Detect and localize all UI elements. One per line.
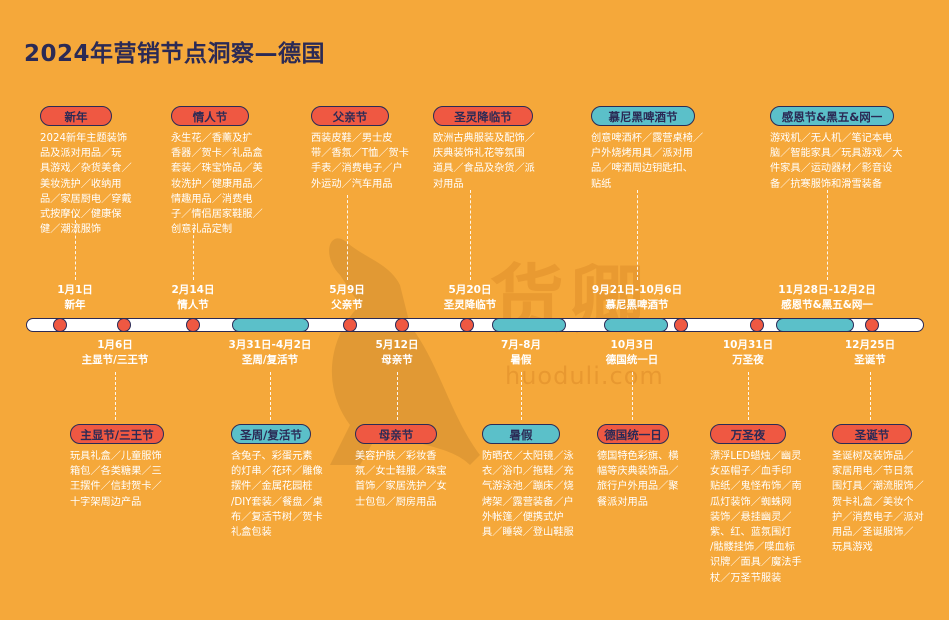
dot-fathers-day xyxy=(343,318,357,332)
date-text: 9月21日-10月6日 xyxy=(591,284,683,296)
connector-line xyxy=(270,372,271,420)
pill-easter: 圣周/复活节 xyxy=(231,424,311,444)
date-label-halloween: 10月31日 万圣夜 xyxy=(708,338,788,368)
connector-line xyxy=(115,372,116,420)
connector-line xyxy=(470,190,471,280)
date-text: 2月14日 xyxy=(171,284,215,296)
date-text: 1月1日 xyxy=(57,284,93,296)
event-name-text: 新年 xyxy=(64,299,86,311)
dot-valentines xyxy=(186,318,200,332)
connector-line xyxy=(521,372,522,420)
event-name-text: 父亲节 xyxy=(331,299,363,311)
date-text: 7月-8月 xyxy=(501,339,541,351)
desc-new-year: 2024新年主题装饰 品及派对用品／玩 具游戏／杂货美食／ 美妆洗护／收纳用 品… xyxy=(40,133,132,236)
event-name-text: 圣周/复活节 xyxy=(241,354,299,366)
event-name-text: 主显节/三王节 xyxy=(81,354,149,366)
dot-pentecost xyxy=(460,318,474,332)
desc-thanksgiving: 游戏机／无人机／笔记本电 脑／智能家具／玩具游戏／大 件家具／运动器材／影音设 … xyxy=(770,133,903,190)
date-text: 1月6日 xyxy=(97,339,133,351)
pill-epiphany: 主显节/三王节 xyxy=(70,424,164,444)
kangaroo-watermark-icon xyxy=(329,238,480,465)
segment-oktoberfest xyxy=(604,318,668,332)
connector-line xyxy=(748,372,749,420)
date-text: 5月9日 xyxy=(329,284,365,296)
event-name-text: 德国统一日 xyxy=(605,354,659,366)
dot-halloween xyxy=(750,318,764,332)
connector-line xyxy=(870,372,871,420)
segment-easter xyxy=(232,318,309,332)
pill-valentines: 情人节 xyxy=(171,106,249,126)
event-name-text: 母亲节 xyxy=(381,354,413,366)
date-label-pentecost: 5月20日 圣灵降临节 xyxy=(420,283,520,313)
desc-christmas: 圣诞树及装饰品／ 家居用电／节日氛 围灯具／潮流服饰／ 贺卡礼盒／美妆个 护／消… xyxy=(832,451,924,554)
desc-fathers-day: 西装皮鞋／男士皮 带／香氛／T恤／贺卡 手表／消费电子／户 外运动／汽车用品 xyxy=(311,133,409,190)
connector-line xyxy=(637,190,638,280)
desc-epiphany: 玩具礼盒／儿童服饰 箱包／各类糖果／三 王摆件／信封贺卡／ 十字架周边产品 xyxy=(70,451,162,508)
desc-halloween: 漂浮LED蜡烛／幽灵 女巫帽子／血手印 贴纸／鬼怪布饰／南 瓜灯装饰／蜘蛛网 装… xyxy=(710,451,802,584)
date-label-christmas: 12月25日 圣诞节 xyxy=(830,338,910,368)
date-text: 5月20日 xyxy=(448,284,492,296)
dot-unity-day xyxy=(674,318,688,332)
pill-fathers-day: 父亲节 xyxy=(311,106,389,126)
pill-summer: 暑假 xyxy=(482,424,560,444)
date-label-easter: 3月31日-4月2日 圣周/复活节 xyxy=(215,338,325,368)
pill-new-year: 新年 xyxy=(40,106,112,126)
pill-pentecost: 圣灵降临节 xyxy=(433,106,533,126)
connector-line xyxy=(827,190,828,280)
page-title: 2024年营销节点洞察—德国 xyxy=(24,41,326,67)
desc-easter: 含兔子、彩蛋元素 的灯串／花环／雕像 摆件／金属花园桩 /DIY套装／餐盘／桌 … xyxy=(231,451,323,539)
watermark-url: huoduli.com xyxy=(505,362,664,390)
pill-unity-day: 德国统一日 xyxy=(597,424,669,444)
desc-valentines: 永生花／香薰及扩 香器／贺卡／礼品盒 套装／珠宝饰品／美 妆洗护／健康用品／ 情… xyxy=(171,133,263,236)
date-text: 10月31日 xyxy=(722,339,774,351)
event-name-text: 情人节 xyxy=(177,299,209,311)
dot-new-year xyxy=(53,318,67,332)
desc-oktoberfest: 创意啤酒杯／露营桌椅／ 户外烧烤用具／派对用 品／啤酒周边钥匙扣、 贴纸 xyxy=(591,133,704,190)
date-label-mothers-day: 5月12日 母亲节 xyxy=(357,338,437,368)
connector-line xyxy=(75,215,76,280)
event-name-text: 慕尼黑啤酒节 xyxy=(605,299,669,311)
date-text: 12月25日 xyxy=(844,339,896,351)
date-label-fathers-day: 5月9日 父亲节 xyxy=(307,283,387,313)
desc-pentecost: 欧洲古典服装及配饰／ 庆典装饰礼花等氛围 道具／食品及杂货／派 对用品 xyxy=(433,133,535,190)
event-name-text: 圣灵降临节 xyxy=(443,299,497,311)
date-label-new-year: 1月1日 新年 xyxy=(35,283,115,313)
pill-oktoberfest: 慕尼黑啤酒节 xyxy=(591,106,695,126)
date-text: 10月3日 xyxy=(610,339,654,351)
date-label-epiphany: 1月6日 主显节/三王节 xyxy=(70,338,160,368)
desc-summer: 防晒衣／太阳镜／泳 衣／浴巾／拖鞋／充 气游泳池／蹦床／烧 烤架／露营装备／户 … xyxy=(482,451,574,539)
dot-christmas xyxy=(865,318,879,332)
date-text: 11月28日-12月2日 xyxy=(778,284,876,296)
pill-halloween: 万圣夜 xyxy=(710,424,786,444)
pill-thanksgiving: 感恩节&黑五&网一 xyxy=(770,106,894,126)
segment-summer xyxy=(492,318,566,332)
connector-line xyxy=(397,372,398,420)
date-label-thanksgiving: 11月28日-12月2日 感恩节&黑五&网一 xyxy=(762,283,892,313)
event-name-text: 暑假 xyxy=(510,354,532,366)
desc-mothers-day: 美容护肤／彩妆香 氛／女士鞋服／珠宝 首饰／家居洗护／女 士包包／厨房用品 xyxy=(355,451,447,508)
event-name-text: 万圣夜 xyxy=(732,354,764,366)
date-label-valentines: 2月14日 情人节 xyxy=(153,283,233,313)
dot-mothers-day xyxy=(395,318,409,332)
connector-line xyxy=(347,195,348,280)
connector-line xyxy=(193,230,194,280)
date-text: 3月31日-4月2日 xyxy=(228,339,312,351)
date-label-oktoberfest: 9月21日-10月6日 慕尼黑啤酒节 xyxy=(577,283,697,313)
date-label-unity-day: 10月3日 德国统一日 xyxy=(592,338,672,368)
event-name-text: 感恩节&黑五&网一 xyxy=(781,299,873,311)
desc-unity-day: 德国特色彩旗、横 幅等庆典装饰品／ 旅行户外用品／聚 餐派对用品 xyxy=(597,451,679,508)
connector-line xyxy=(632,372,633,420)
event-name-text: 圣诞节 xyxy=(854,354,886,366)
segment-thanksgiving xyxy=(776,318,854,332)
date-label-summer: 7月-8月 暑假 xyxy=(481,338,561,368)
pill-christmas: 圣诞节 xyxy=(832,424,912,444)
dot-epiphany xyxy=(117,318,131,332)
pill-mothers-day: 母亲节 xyxy=(355,424,437,444)
date-text: 5月12日 xyxy=(375,339,419,351)
